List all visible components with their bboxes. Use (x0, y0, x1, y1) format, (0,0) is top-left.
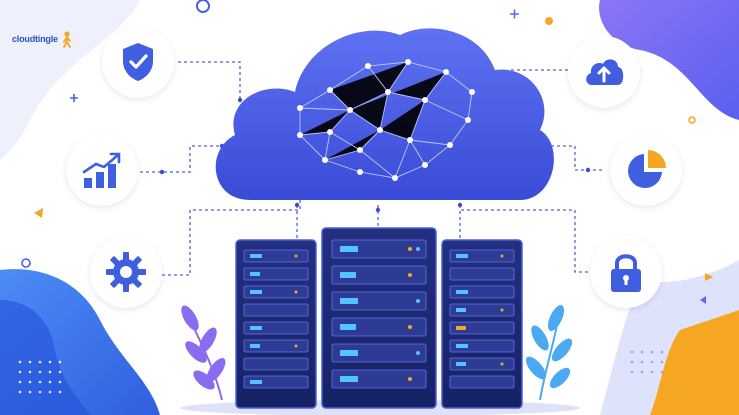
brand-mascot-icon (60, 30, 74, 48)
ring-decoration (196, 0, 210, 13)
cloud-shape (215, 28, 554, 200)
bg-blob-top-left (0, 0, 140, 160)
dot-grid-bottom-right (630, 350, 664, 374)
leaf-plant-right (525, 305, 573, 401)
cloud-upload-icon (568, 36, 640, 108)
dot-grid-top-right (648, 12, 692, 16)
server-rack-right (441, 239, 523, 409)
pie-chart-icon (610, 134, 682, 206)
connector-lines (140, 61, 602, 276)
triangle-decoration (705, 273, 713, 281)
gear-icon (90, 236, 162, 308)
server-rack-left (235, 239, 317, 409)
neural-network-nodes (297, 59, 475, 181)
orange-dot (545, 17, 553, 25)
leaf-plant-left (181, 305, 226, 401)
triangle-decoration (34, 208, 43, 218)
bg-blob-bottom-right (650, 310, 739, 415)
shield-check-icon (102, 26, 174, 98)
brand-logo: cloudtingle (12, 30, 74, 48)
plus-decoration (510, 9, 519, 19)
dot-grid-bottom-left (18, 360, 62, 394)
server-rack-center (321, 227, 437, 409)
padlock-icon (590, 236, 662, 308)
growth-chart-icon (66, 134, 138, 206)
bg-blob-top-right (599, 0, 739, 120)
brand-logo-text: cloudtingle (12, 34, 58, 44)
plus-decoration (70, 94, 78, 102)
